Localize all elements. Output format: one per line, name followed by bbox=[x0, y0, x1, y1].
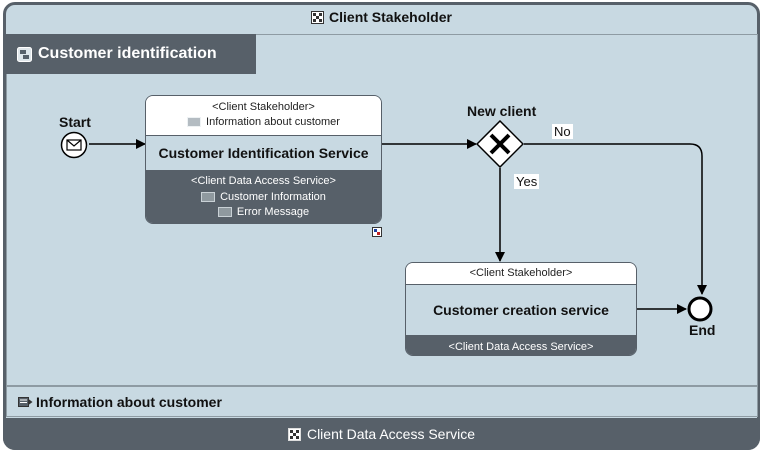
end-event-label: End bbox=[689, 322, 716, 338]
task1-bottom: <Client Data Access Service> Customer In… bbox=[146, 171, 381, 223]
pool-client-stakeholder bbox=[3, 2, 760, 450]
task2-bottom-role: <Client Data Access Service> bbox=[406, 336, 636, 355]
task1-name: Customer Identification Service bbox=[146, 135, 381, 171]
exclusive-gateway[interactable] bbox=[476, 120, 524, 168]
subprocess-frame bbox=[6, 34, 758, 386]
info-bar-label: Information about customer bbox=[36, 393, 222, 410]
gateway-label: New client bbox=[467, 103, 537, 119]
envelope-icon bbox=[187, 117, 202, 127]
task1-top: <Client Stakeholder> Information about c… bbox=[146, 96, 381, 135]
collapse-subprocess-icon bbox=[17, 46, 32, 62]
task1-output-message-1: Customer Information bbox=[220, 191, 326, 203]
envelope-icon bbox=[201, 192, 216, 202]
envelope-icon bbox=[66, 139, 82, 151]
info-bar[interactable]: Information about customer bbox=[6, 386, 758, 417]
end-event[interactable] bbox=[687, 296, 713, 322]
task1-marker-icon[interactable] bbox=[372, 227, 382, 237]
task1-output-message-2: Error Message bbox=[236, 206, 310, 218]
flow-gateway-no-to-end[interactable] bbox=[524, 143, 707, 295]
start-event[interactable] bbox=[60, 131, 88, 159]
envelope-icon bbox=[217, 207, 232, 217]
grid-icon bbox=[287, 427, 301, 441]
subprocess-title: Customer identification bbox=[38, 45, 217, 62]
x-icon bbox=[489, 133, 511, 155]
task-customer-creation[interactable]: <Client Stakeholder> Customer creation s… bbox=[405, 262, 637, 356]
gateway-yes-label: Yes bbox=[514, 174, 540, 189]
start-event-label: Start bbox=[59, 114, 91, 130]
task1-bottom-role: <Client Data Access Service> bbox=[191, 175, 336, 187]
task2-name: Customer creation service bbox=[406, 284, 636, 336]
pool-header[interactable]: Client Stakeholder bbox=[3, 2, 760, 32]
task2-top: <Client Stakeholder> bbox=[406, 263, 636, 284]
task1-input-message: Information about customer bbox=[206, 116, 340, 128]
subprocess-tab[interactable]: Customer identification bbox=[6, 34, 256, 74]
pool-footer-label: Client Data Access Service bbox=[306, 426, 476, 442]
gateway-no-label: No bbox=[552, 124, 573, 139]
task-customer-identification[interactable]: <Client Stakeholder> Information about c… bbox=[145, 95, 382, 224]
task1-top-role: <Client Stakeholder> bbox=[212, 101, 315, 113]
data-object-icon bbox=[18, 396, 33, 407]
pool-footer[interactable]: Client Data Access Service bbox=[3, 418, 760, 450]
pool-title: Client Stakeholder bbox=[329, 9, 452, 25]
grid-icon bbox=[311, 10, 325, 24]
